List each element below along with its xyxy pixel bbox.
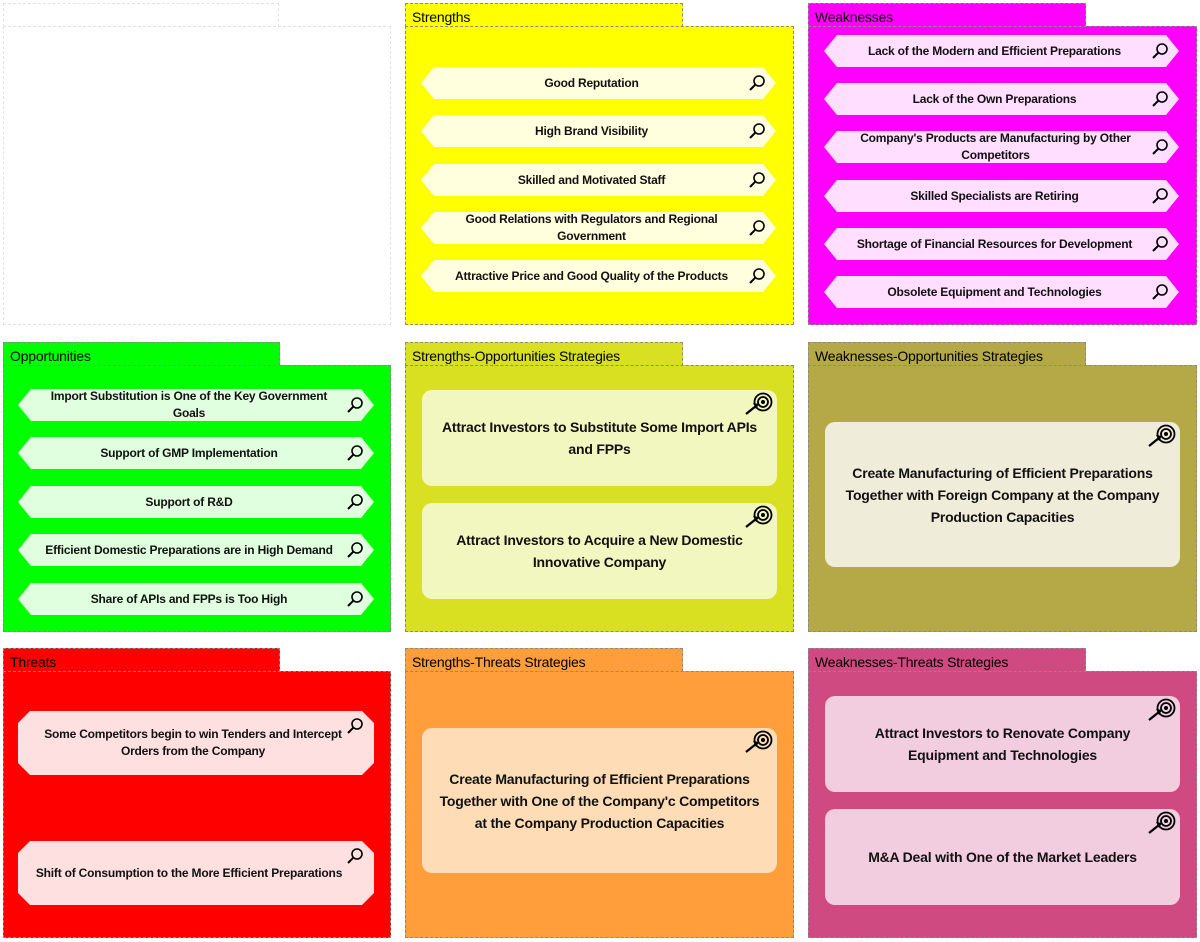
magnifier-icon	[748, 219, 766, 237]
opportunity-item[interactable]: Efficient Domestic Preparations are in H…	[18, 534, 374, 566]
wo-strategy-label: Create Manufacturing of Efficient Prepar…	[845, 464, 1160, 525]
threat-item[interactable]: Some Competitors begin to win Tenders an…	[18, 711, 374, 775]
magnifier-icon	[346, 396, 364, 414]
so-strategy-label: Attract Investors to Acquire a New Domes…	[456, 532, 743, 570]
wt-strategy-label: Attract Investors to Renovate Company Eq…	[874, 725, 1131, 763]
weakness-item[interactable]: Skilled Specialists are Retiring	[824, 180, 1179, 212]
magnifier-icon	[1151, 138, 1169, 156]
so-strategies-group[interactable]: Strengths-Opportunities Strategies Attra…	[405, 342, 794, 632]
wo-strategies-group[interactable]: Weaknesses-Opportunities Strategies Crea…	[808, 342, 1197, 632]
strengths-title: Strengths	[405, 3, 683, 27]
wo-strategies-title: Weaknesses-Opportunities Strategies	[808, 342, 1086, 366]
opportunity-item-label: Support of R&D	[145, 494, 233, 509]
strength-item[interactable]: High Brand Visibility	[421, 115, 776, 147]
threats-title: Threats	[3, 648, 280, 672]
st-strategy-item[interactable]: Create Manufacturing of Efficient Prepar…	[422, 728, 777, 873]
opportunity-item[interactable]: Support of R&D	[18, 486, 374, 518]
st-strategies-title: Strengths-Threats Strategies	[405, 648, 683, 672]
threat-item-label: Some Competitors begin to win Tenders an…	[44, 727, 342, 758]
strength-item-label: Skilled and Motivated Staff	[517, 172, 666, 187]
magnifier-icon	[748, 267, 766, 285]
threat-item-label: Shift of Consumption to the More Efficie…	[35, 865, 343, 880]
opportunity-item-label: Support of GMP Implementation	[100, 445, 278, 460]
wt-strategy-item[interactable]: M&A Deal with One of the Market Leaders	[825, 809, 1180, 905]
weakness-item-label: Lack of the Own Preparations	[912, 91, 1077, 106]
magnifier-icon	[346, 493, 364, 511]
strength-item-label: High Brand Visibility	[535, 123, 648, 138]
magnifier-icon	[748, 171, 766, 189]
so-strategy-label: Attract Investors to Substitute Some Imp…	[441, 419, 758, 457]
so-strategies-title: Strengths-Opportunities Strategies	[405, 342, 683, 366]
opportunity-item-label: Efficient Domestic Preparations are in H…	[45, 542, 333, 557]
opportunity-item-label: Import Substitution is One of the Key Go…	[50, 389, 328, 420]
empty-group	[3, 3, 391, 325]
wt-strategies-title: Weaknesses-Threats Strategies	[808, 648, 1086, 672]
weakness-item-label: Lack of the Modern and Efficient Prepara…	[867, 43, 1122, 58]
target-arrow-icon	[743, 392, 773, 416]
target-arrow-icon	[1146, 811, 1176, 835]
target-arrow-icon	[743, 505, 773, 529]
magnifier-icon	[1151, 42, 1169, 60]
weakness-item[interactable]: Shortage of Financial Resources for Deve…	[824, 228, 1179, 260]
magnifier-icon	[1151, 235, 1169, 253]
weakness-item[interactable]: Lack of the Modern and Efficient Prepara…	[824, 35, 1179, 67]
wt-strategies-group[interactable]: Weaknesses-Threats Strategies Attract In…	[808, 648, 1197, 938]
weakness-item-label: Company's Products are Manufacturing by …	[860, 131, 1131, 162]
opportunity-item[interactable]: Share of APIs and FPPs is Too High	[18, 583, 374, 615]
so-strategy-item[interactable]: Attract Investors to Substitute Some Imp…	[422, 390, 777, 486]
magnifier-icon	[346, 590, 364, 608]
strength-item[interactable]: Skilled and Motivated Staff	[421, 164, 776, 196]
magnifier-icon	[346, 444, 364, 462]
weakness-item-label: Obsolete Equipment and Technologies	[887, 284, 1102, 299]
weaknesses-body	[808, 26, 1197, 325]
magnifier-icon	[748, 74, 766, 92]
weaknesses-group[interactable]: Weaknesses Lack of the Modern and Effici…	[808, 3, 1197, 325]
strength-item[interactable]: Good Relations with Regulators and Regio…	[421, 212, 776, 244]
opportunities-group[interactable]: Opportunities Import Substitution is One…	[3, 342, 391, 632]
wt-strategy-label: M&A Deal with One of the Market Leaders	[868, 849, 1137, 865]
weakness-item-label: Skilled Specialists are Retiring	[910, 188, 1079, 203]
strength-item[interactable]: Good Reputation	[421, 67, 776, 99]
magnifier-icon	[346, 847, 364, 865]
strength-item-label: Good Relations with Regulators and Regio…	[465, 212, 718, 243]
strengths-group[interactable]: Strengths Good Reputation High Brand Vis…	[405, 3, 794, 325]
magnifier-icon	[748, 122, 766, 140]
target-arrow-icon	[743, 730, 773, 754]
magnifier-icon	[346, 717, 364, 735]
opportunity-item[interactable]: Support of GMP Implementation	[18, 437, 374, 469]
opportunities-title: Opportunities	[3, 342, 280, 366]
weakness-item[interactable]: Lack of the Own Preparations	[824, 83, 1179, 115]
weakness-item[interactable]: Company's Products are Manufacturing by …	[824, 131, 1179, 163]
weaknesses-title: Weaknesses	[808, 3, 1086, 27]
strength-item[interactable]: Attractive Price and Good Quality of the…	[421, 260, 776, 292]
magnifier-icon	[1151, 90, 1169, 108]
target-arrow-icon	[1146, 424, 1176, 448]
weakness-item-label: Shortage of Financial Resources for Deve…	[856, 236, 1133, 251]
so-strategy-item[interactable]: Attract Investors to Acquire a New Domes…	[422, 503, 777, 599]
st-strategy-label: Create Manufacturing of Efficient Prepar…	[439, 770, 760, 831]
magnifier-icon	[346, 541, 364, 559]
threat-item[interactable]: Shift of Consumption to the More Efficie…	[18, 841, 374, 905]
empty-group-body	[3, 26, 391, 325]
empty-group-tab	[3, 3, 279, 27]
opportunity-item[interactable]: Import Substitution is One of the Key Go…	[18, 389, 374, 421]
threats-group[interactable]: Threats Some Competitors begin to win Te…	[3, 648, 391, 938]
wt-strategy-item[interactable]: Attract Investors to Renovate Company Eq…	[825, 696, 1180, 792]
wo-strategy-item[interactable]: Create Manufacturing of Efficient Prepar…	[825, 422, 1180, 567]
magnifier-icon	[1151, 187, 1169, 205]
weakness-item[interactable]: Obsolete Equipment and Technologies	[824, 276, 1179, 308]
st-strategies-group[interactable]: Strengths-Threats Strategies Create Manu…	[405, 648, 794, 938]
strength-item-label: Attractive Price and Good Quality of the…	[455, 268, 728, 283]
opportunity-item-label: Share of APIs and FPPs is Too High	[90, 591, 288, 606]
strength-item-label: Good Reputation	[544, 75, 639, 90]
magnifier-icon	[1151, 283, 1169, 301]
target-arrow-icon	[1146, 698, 1176, 722]
